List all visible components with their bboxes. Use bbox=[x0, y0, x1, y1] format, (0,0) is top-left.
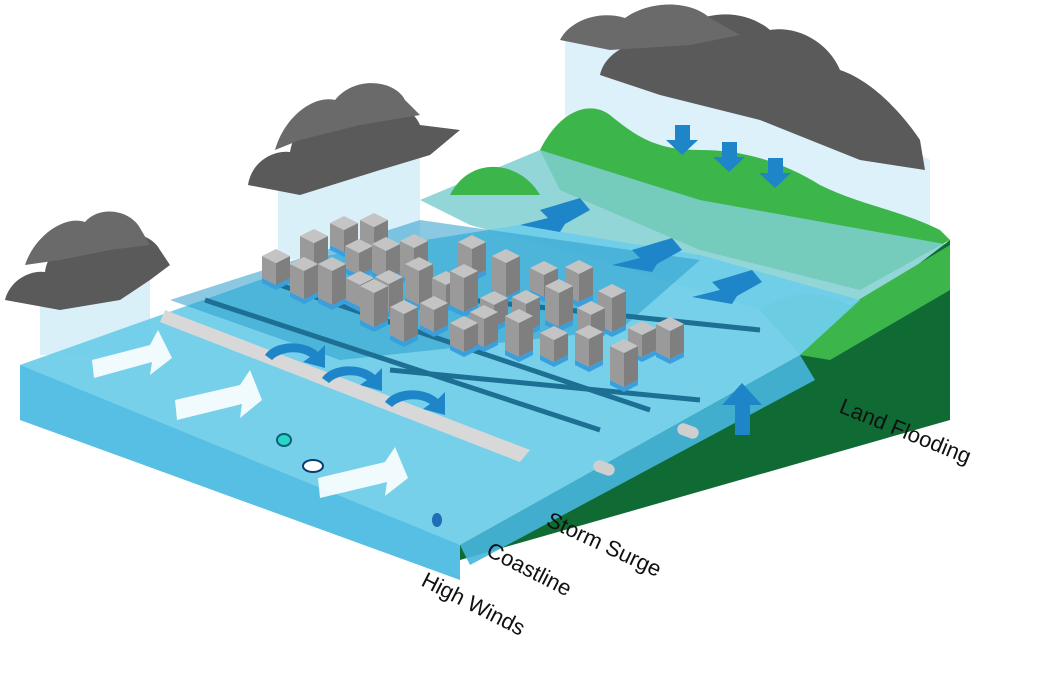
clouds bbox=[5, 4, 925, 310]
label-coastline: Coastline bbox=[483, 537, 576, 601]
surge-arrow-3 bbox=[385, 390, 445, 415]
building bbox=[545, 279, 573, 332]
road-3 bbox=[389, 367, 701, 403]
building bbox=[290, 257, 318, 304]
storm-cloud-left-back bbox=[25, 211, 150, 265]
building bbox=[318, 257, 346, 310]
building bbox=[610, 339, 638, 392]
building bbox=[405, 257, 433, 310]
building bbox=[540, 326, 568, 367]
land-flood-up-arrow bbox=[722, 383, 762, 435]
drain-pipes bbox=[432, 423, 699, 527]
rain-arrow-1 bbox=[666, 125, 698, 155]
land-flooded-band bbox=[420, 150, 950, 310]
ocean-front bbox=[20, 365, 460, 580]
building bbox=[390, 300, 418, 347]
flood-arrows bbox=[520, 125, 791, 435]
building bbox=[450, 264, 478, 317]
building bbox=[345, 239, 373, 280]
boat-teal bbox=[276, 433, 292, 447]
road-1 bbox=[204, 297, 601, 433]
wind-arrow-3 bbox=[318, 447, 408, 498]
rain-arrow-3 bbox=[759, 158, 791, 188]
land-hill-left bbox=[450, 166, 540, 195]
rain-arrow-2 bbox=[713, 142, 745, 172]
storm-surge-water bbox=[460, 355, 815, 565]
seawall bbox=[160, 310, 530, 462]
building bbox=[262, 249, 290, 290]
building bbox=[420, 296, 448, 337]
storm-cloud-left bbox=[5, 233, 170, 310]
building bbox=[656, 317, 684, 364]
drain-outlet bbox=[432, 513, 442, 527]
storm-cloud-middle-back bbox=[275, 83, 420, 150]
storm-cloud-right-back bbox=[560, 4, 740, 50]
flood-arrow-3 bbox=[692, 270, 762, 304]
label-high-winds: High Winds bbox=[418, 567, 530, 640]
building bbox=[505, 309, 533, 362]
building bbox=[575, 325, 603, 372]
building bbox=[360, 279, 388, 332]
flood-arrow-2 bbox=[612, 238, 682, 272]
storm-cloud-right bbox=[600, 14, 925, 171]
buildings bbox=[262, 213, 684, 392]
surge-arrows bbox=[265, 343, 445, 415]
surge-arrow-1 bbox=[265, 343, 325, 368]
wind-arrow-1 bbox=[92, 330, 172, 378]
flood-arrow-1 bbox=[520, 198, 590, 232]
wind-arrow-2 bbox=[175, 370, 262, 420]
drain-pipe-1 bbox=[677, 423, 699, 439]
storm-cloud-middle bbox=[248, 103, 460, 195]
boat-white bbox=[302, 459, 324, 473]
building bbox=[450, 316, 478, 357]
surge-arrow-2 bbox=[322, 366, 382, 391]
wind-arrows bbox=[92, 330, 408, 498]
drain-pipe-2 bbox=[593, 460, 615, 476]
